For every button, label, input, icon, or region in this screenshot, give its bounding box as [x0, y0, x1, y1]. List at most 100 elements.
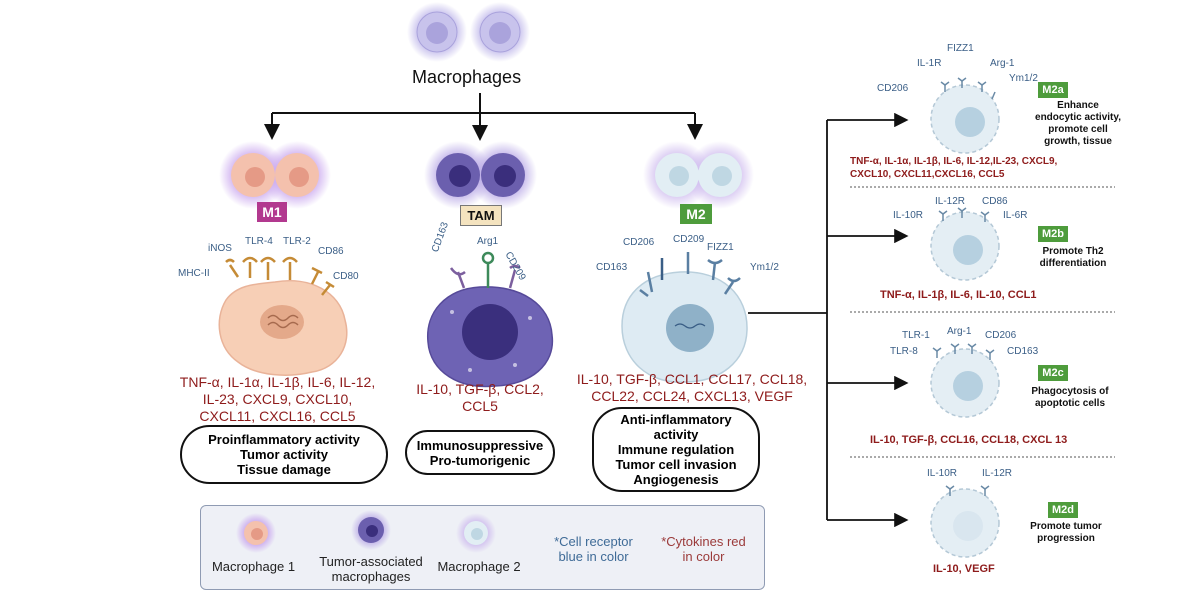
legend-cytokine-note: *Cytokines red in color	[651, 534, 756, 564]
legend-tam-label: Tumor-associated macrophages	[306, 554, 436, 584]
legend-cytokine-note-line: in color	[682, 549, 725, 564]
m1-receptor-tlr4: TLR-4	[245, 236, 273, 247]
legend-receptor-note-line: blue in color	[558, 549, 629, 564]
m2a-cytokine-line: TNF-α, IL-1α, IL-1β, IL-6, IL-12,IL-23, …	[850, 156, 1058, 167]
m2a-receptor-ym12: Ym1/2	[1009, 73, 1038, 84]
m2d-description: Promote tumor progression	[1026, 521, 1106, 545]
legend-tam-swatch	[351, 510, 391, 550]
tam-receptor-arg1: Arg1	[477, 236, 499, 247]
m1-receptor-cd80: CD80	[333, 271, 359, 282]
m2b-description: Promote Th2 differentiation	[1028, 246, 1118, 270]
m2a-description-line: endocytic activity,	[1035, 112, 1121, 123]
m2-receptor-glyphs	[639, 252, 741, 297]
m2d-badge: M2d	[1048, 502, 1078, 518]
m2c-receptor-cd163: CD163	[1007, 346, 1039, 357]
legend-cytokine-note-line: *Cytokines red	[661, 534, 746, 549]
m1-cytokine-line: CXCL11, CXCL16, CCL5	[199, 408, 356, 424]
m2d-cytokines: IL-10, VEGF	[933, 563, 995, 575]
m2-outcome-line: Anti-inflammatory	[620, 412, 732, 427]
m2a-badge: M2a	[1038, 82, 1068, 98]
m1-large-cell	[218, 280, 348, 376]
m2-cytokine-line: IL-10, TGF-β, CCL1, CCL17, CCL18,	[576, 371, 808, 387]
m2d-description-line: Promote tumor	[1030, 521, 1102, 532]
m2d-description-line: progression	[1037, 533, 1095, 544]
m1-outcome-line: Proinflammatory activity	[208, 432, 360, 447]
m2-outcome-line: activity	[653, 427, 699, 442]
m2d-receptor-il12r: IL-12R	[982, 468, 1013, 479]
m1-badge: M1	[257, 202, 287, 222]
tam-cytokine-line: IL-10, TGF-β, CCL2,	[416, 381, 544, 397]
legend-receptor-note-line: *Cell receptor	[554, 534, 633, 549]
m2-large-cell	[621, 271, 748, 383]
m2-outcome-line: Angiogenesis	[633, 472, 719, 487]
m2c-description-line: apoptotic cells	[1034, 398, 1105, 409]
tam-outcome-line: Pro-tumorigenic	[429, 452, 531, 468]
m2a-receptor-il1r: IL-1R	[917, 58, 942, 69]
m2a-description-line: Enhance	[1057, 100, 1099, 111]
legend-tam-label-line: Tumor-associated	[319, 554, 423, 569]
m2b-receptor-il6r: IL-6R	[1003, 210, 1028, 221]
tam-receptor-glyphs	[449, 251, 521, 289]
m2-cytokines: IL-10, TGF-β, CCL1, CCL17, CCL18, CCL22,…	[567, 371, 817, 405]
m2-receptor-fizz1: FIZZ1	[707, 242, 734, 253]
m2-outcome-line: Tumor cell invasion	[615, 457, 737, 472]
m2a-cytokine-line: CXCL10, CXCL11,CXCL16, CCL5	[850, 169, 1005, 180]
tam-badge: TAM	[460, 205, 502, 226]
legend-m1-label: Macrophage 1	[206, 559, 301, 574]
title-macrophages: Macrophages	[412, 67, 522, 87]
m2a-description-line: promote cell	[1048, 124, 1108, 135]
m2-receptor-ym12: Ym1/2	[750, 262, 779, 273]
subtype-arrows	[748, 112, 909, 528]
m2c-description: Phagocytosis of apoptotic cells	[1020, 386, 1120, 410]
m1-receptor-inos: iNOS	[208, 243, 232, 254]
m2b-cell	[930, 211, 1000, 281]
m2a-description-line: growth, tissue	[1044, 136, 1112, 147]
m2d-cell	[930, 488, 1000, 558]
top-macrophage-pair	[407, 2, 530, 62]
legend-m1-label-line: Macrophage 1	[211, 559, 296, 574]
m1-outcome-box: Proinflammatory activity Tumor activity …	[180, 425, 388, 484]
m2c-receptor-arg1: Arg-1	[947, 326, 972, 337]
m1-cell-pair	[219, 141, 331, 209]
m1-receptor-glyphs	[225, 256, 335, 296]
m2b-badge: M2b	[1038, 226, 1068, 242]
subtype-dividers	[850, 186, 1115, 458]
m2-cell-pair	[643, 141, 754, 209]
m2c-receptor-tlr1: TLR-1	[902, 330, 930, 341]
m2-receptor-cd206: CD206	[623, 237, 655, 248]
m2b-receptor-il10r: IL-10R	[893, 210, 924, 221]
m2-badge: M2	[680, 204, 712, 224]
m2b-description-line: differentiation	[1039, 258, 1107, 269]
legend-m2-label: Macrophage 2	[429, 559, 529, 574]
m2c-cytokines: IL-10, TGF-β, CCL16, CCL18, CXCL 13	[870, 434, 1068, 446]
m2a-cell	[930, 84, 1000, 154]
m2-outcome-box: Anti-inflammatory activity Immune regula…	[592, 407, 760, 492]
m1-outcome-line: Tissue damage	[237, 462, 331, 477]
m2c-receptor-cd206: CD206	[985, 330, 1017, 341]
m2a-receptor-cd206: CD206	[877, 83, 909, 94]
legend-m1-swatch	[236, 513, 276, 553]
m2b-description-line: Promote Th2	[1042, 246, 1104, 257]
tam-outcome-line: Immunosuppressive	[416, 437, 544, 453]
tam-outcome-box: Immunosuppressive Pro-tumorigenic	[405, 430, 555, 475]
m2b-receptor-il12r: IL-12R	[935, 196, 966, 207]
tam-cell-pair	[424, 141, 537, 209]
m1-receptor-mhcii: MHC-II	[178, 268, 210, 279]
legend-receptor-note: *Cell receptor blue in color	[541, 534, 646, 564]
tam-large-cell	[427, 286, 554, 388]
m1-receptor-tlr2: TLR-2	[283, 236, 311, 247]
tam-cytokine-line: CCL5	[462, 398, 498, 414]
m2a-receptor-arg1: Arg-1	[990, 58, 1015, 69]
m1-receptor-cd86: CD86	[318, 246, 344, 257]
legend-m2-label-line: Macrophage 2	[437, 559, 521, 574]
main-branch-arrows	[264, 93, 703, 141]
m2a-cytokines: TNF-α, IL-1α, IL-1β, IL-6, IL-12,IL-23, …	[850, 155, 1057, 181]
m2b-receptor-cd86: CD86	[982, 196, 1008, 207]
m2d-receptor-il10r: IL-10R	[927, 468, 958, 479]
m2-outcome-line: Immune regulation	[617, 442, 735, 457]
m2c-description-line: Phagocytosis of	[1031, 386, 1109, 397]
m2a-receptor-fizz1: FIZZ1	[947, 43, 974, 54]
m1-outcome-line: Tumor activity	[240, 447, 328, 462]
